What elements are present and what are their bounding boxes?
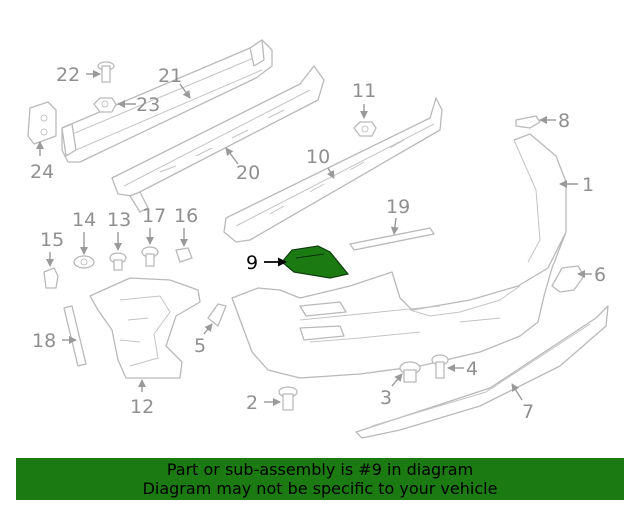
svg-text:13: 13 (107, 209, 131, 231)
svg-text:10: 10 (306, 146, 330, 168)
callout-6: 6 (577, 264, 606, 286)
callout-3: 3 (380, 373, 403, 409)
callout-22: 22 (56, 64, 101, 86)
fastener-15-part (43, 267, 59, 289)
svg-text:17: 17 (142, 205, 166, 227)
lower-diffuser-part (355, 305, 609, 439)
clip-5-part (207, 303, 227, 327)
callout-5: 5 (194, 323, 213, 357)
banner-line-2: Diagram may not be specific to your vehi… (142, 479, 498, 498)
callout-17: 17 (142, 205, 166, 245)
callout-20: 20 (225, 147, 260, 184)
bracket-6-part (551, 265, 585, 293)
svg-text:1: 1 (582, 174, 594, 196)
svg-text:2: 2 (246, 392, 258, 414)
callout-21: 21 (158, 65, 191, 99)
svg-text:11: 11 (352, 80, 376, 102)
callout-1: 1 (559, 174, 594, 196)
highlighted-part-9 (281, 245, 350, 279)
callout-11: 11 (352, 80, 376, 119)
svg-text:3: 3 (380, 387, 392, 409)
svg-text:22: 22 (56, 64, 80, 86)
fastener-16-part (175, 247, 193, 263)
callout-16: 16 (174, 205, 198, 247)
svg-text:8: 8 (558, 110, 570, 132)
callout-24: 24 (30, 141, 54, 183)
callout-7: 7 (511, 383, 534, 423)
strip-18-part (63, 305, 87, 367)
callout-2: 2 (246, 392, 281, 414)
callout-15: 15 (40, 229, 64, 267)
callout-14: 14 (72, 209, 96, 255)
parts-diagram: 1 2 3 4 5 6 7 8 9 10 11 12 (27, 39, 609, 439)
fastener-14-part (73, 255, 95, 269)
callout-4: 4 (447, 358, 478, 380)
energy-absorber-part (111, 65, 325, 213)
bolt-2-part (278, 386, 298, 411)
svg-text:15: 15 (40, 229, 64, 251)
svg-text:21: 21 (158, 65, 182, 87)
callout-12: 12 (130, 379, 154, 418)
callout-23: 23 (117, 94, 160, 116)
side-bracket-part (89, 277, 201, 379)
svg-text:12: 12 (130, 396, 154, 418)
nut-23-part (93, 97, 117, 113)
bolt-4-part (431, 354, 449, 379)
svg-text:23: 23 (136, 94, 160, 116)
svg-text:5: 5 (194, 335, 206, 357)
callout-8: 8 (539, 110, 570, 132)
clip-8-part (515, 115, 541, 129)
bumper-cover-part (231, 133, 567, 379)
svg-text:6: 6 (594, 264, 606, 286)
callout-9: 9 (246, 252, 287, 274)
svg-text:9: 9 (246, 252, 258, 274)
callout-19: 19 (386, 196, 410, 235)
svg-text:14: 14 (72, 209, 96, 231)
callout-18: 18 (32, 330, 77, 352)
svg-text:20: 20 (236, 162, 260, 184)
info-banner: Part or sub-assembly is #9 in diagram Di… (16, 458, 624, 500)
svg-text:16: 16 (174, 205, 198, 227)
reinforcement-beam-part (61, 39, 273, 163)
nut-11-part (353, 121, 377, 137)
callout-10: 10 (306, 146, 335, 179)
fastener-13-part (109, 252, 127, 271)
svg-text:4: 4 (466, 358, 478, 380)
svg-text:24: 24 (30, 161, 54, 183)
fastener-17-part (141, 246, 159, 267)
bolt-22-part (97, 61, 115, 83)
trim-strip-19-part (349, 227, 435, 251)
svg-text:19: 19 (386, 196, 410, 218)
bracket-24-part (27, 101, 57, 145)
svg-text:18: 18 (32, 330, 56, 352)
callout-13: 13 (107, 209, 131, 251)
banner-line-1: Part or sub-assembly is #9 in diagram (166, 460, 474, 479)
svg-text:7: 7 (522, 401, 534, 423)
nut-3-part (399, 361, 421, 383)
